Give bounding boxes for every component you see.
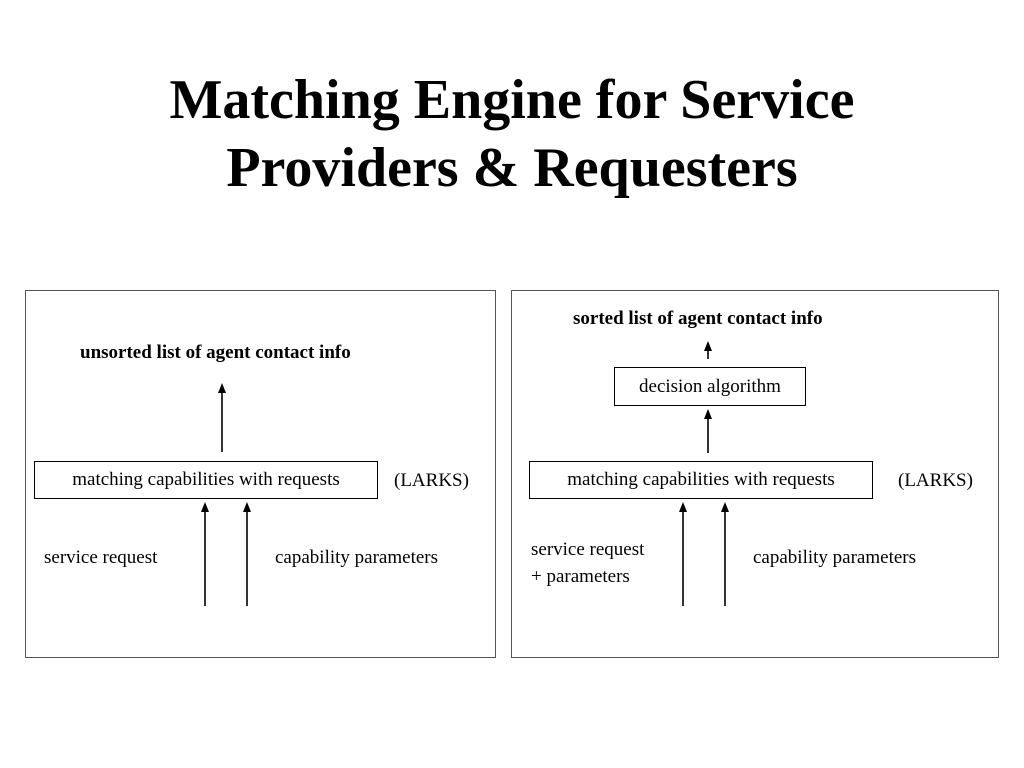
right-service-request-label: service request [531, 539, 645, 560]
left-matcher-box: matching capabilities with requests [34, 461, 378, 499]
right-larks-tag: (LARKS) [898, 470, 973, 491]
left-output-label: unsorted list of agent contact info [80, 342, 351, 363]
slide-title-line-1: Matching Engine for Service [169, 69, 855, 131]
right-capability-parameters-label: capability parameters [753, 547, 917, 568]
right-matcher-box: matching capabilities with requests [529, 461, 873, 499]
decision-algorithm-box: decision algorithm [614, 367, 806, 406]
slide-title: Matching Engine for Service Providers & … [0, 66, 1024, 202]
left-larks-tag: (LARKS) [394, 470, 469, 491]
left-service-request-label: service request [44, 547, 158, 568]
right-service-request-params-label: + parameters [531, 566, 630, 587]
left-capability-parameters-label: capability parameters [275, 547, 439, 568]
slide-title-line-2: Providers & Requesters [226, 137, 798, 199]
right-output-label: sorted list of agent contact info [573, 308, 823, 329]
